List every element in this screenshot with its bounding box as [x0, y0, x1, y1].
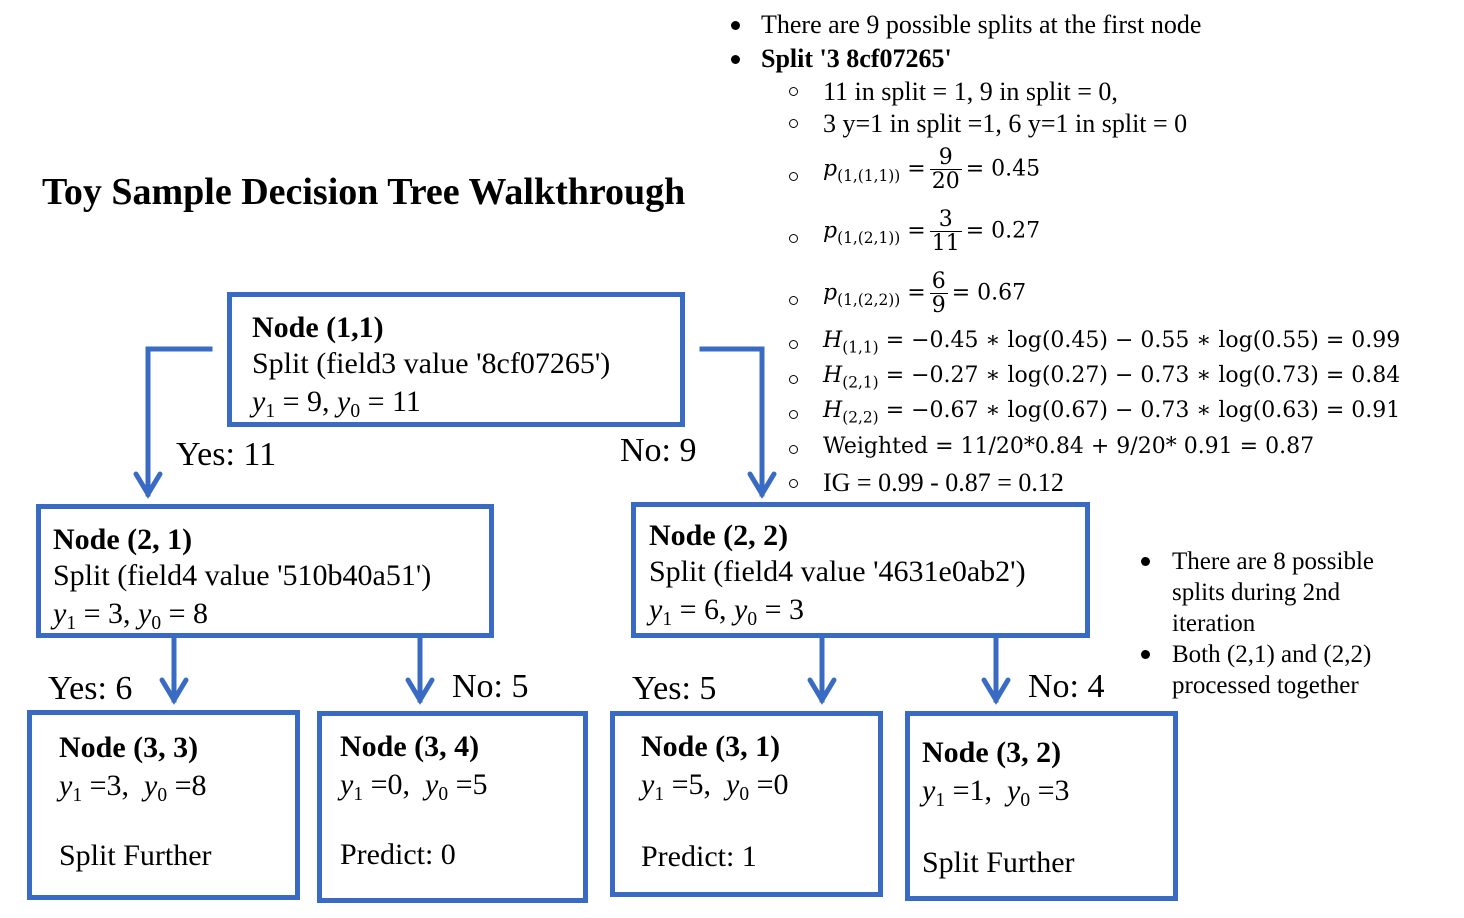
- node-1-1-counts: y1 = 9, y0 = 11: [252, 385, 421, 422]
- sub-bullet: [789, 479, 798, 488]
- edge-label-no-5: No: 5: [452, 668, 529, 705]
- node-3-2-name: Node (3, 2): [922, 736, 1062, 769]
- node-3-4-action: Predict: 0: [340, 838, 456, 871]
- sub-bullet: [789, 445, 798, 454]
- sub-bullet: [789, 410, 798, 419]
- note-eight-splits: There are 8 possible splits during 2nd i…: [1172, 548, 1375, 637]
- node-2-2-name: Node (2, 2): [649, 519, 789, 552]
- page-title: Toy Sample Decision Tree Walkthrough: [42, 171, 686, 213]
- node-2-2: Node (2, 2) Split (field4 value '4631e0a…: [631, 502, 1090, 638]
- edge-label-yes-6: Yes: 6: [48, 670, 133, 707]
- node-2-1: Node (2, 1) Split (field4 value '510b40a…: [36, 504, 494, 638]
- entropy-1-1: H(1,1) = −0.45 ∗ log(0.45) − 0.55 ∗ log(…: [823, 328, 1401, 357]
- sub-bullet: [789, 119, 798, 128]
- node-1-1: Node (1,1) Split (field3 value '8cf07265…: [227, 292, 685, 427]
- node-3-3-name: Node (3, 3): [59, 731, 199, 764]
- bullet-dot: [731, 21, 740, 30]
- entropy-2-2: H(2,2) = −0.67 ∗ log(0.67) − 0.73 ∗ log(…: [823, 398, 1401, 427]
- node-3-2: Node (3, 2) y1 =1, y0 =3 Split Further: [905, 711, 1178, 901]
- entropy-2-1: H(2,1) = −0.27 ∗ log(0.27) − 0.73 ∗ log(…: [823, 363, 1401, 392]
- node-3-4: Node (3, 4) y1 =0, y0 =5 Predict: 0: [317, 711, 588, 903]
- node-1-1-name: Node (1,1): [252, 311, 384, 344]
- node-2-2-counts: y1 = 6, y0 = 3: [649, 593, 804, 630]
- edge-label-no-9: No: 9: [620, 432, 697, 469]
- bullet-dot: [1141, 650, 1150, 659]
- sub-bullet: [789, 234, 798, 243]
- edge-label-yes-11: Yes: 11: [176, 436, 277, 473]
- arrowhead-21-34: [405, 677, 435, 705]
- arrowhead-22-32: [981, 677, 1011, 705]
- node-3-3-action: Split Further: [59, 839, 212, 872]
- edge-arrow-11-21: [145, 346, 213, 497]
- sub-bullet: [789, 296, 798, 305]
- node-3-4-counts: y1 =0, y0 =5: [340, 768, 488, 805]
- node-3-3: Node (3, 3) y1 =3, y0 =8 Split Further: [27, 710, 300, 900]
- arrowhead-22-31: [807, 677, 837, 705]
- note-y-counts: 3 y=1 in split =1, 6 y=1 in split = 0: [823, 109, 1188, 138]
- node-2-1-name: Node (2, 1): [53, 523, 193, 556]
- arrowhead-11-22: [747, 471, 777, 499]
- note-split-counts: 11 in split = 1, 9 in split = 0,: [823, 77, 1118, 106]
- node-3-3-counts: y1 =3, y0 =8: [59, 769, 207, 806]
- bullet-dot: [1141, 557, 1150, 566]
- node-3-2-action: Split Further: [922, 846, 1075, 879]
- edge-arrow-11-22: [699, 346, 765, 497]
- sub-bullet: [789, 375, 798, 384]
- edge-label-yes-5: Yes: 5: [632, 670, 717, 707]
- node-2-2-split: Split (field4 value '4631e0ab2'): [649, 555, 1026, 588]
- note-processed-together: Both (2,1) and (2,2) processed together: [1172, 641, 1372, 699]
- arrowhead-11-21: [133, 471, 163, 499]
- node-2-1-counts: y1 = 3, y0 = 8: [53, 597, 208, 634]
- edge-label-no-4: No: 4: [1028, 668, 1105, 705]
- note-split-header: Split '3 8cf07265': [761, 44, 952, 73]
- node-2-1-split: Split (field4 value '510b40a51'): [53, 559, 432, 592]
- weighted-entropy: Weighted = 11/20*0.84 + 9/20* 0.91 = 0.8…: [823, 434, 1315, 459]
- sub-bullet: [789, 87, 798, 96]
- information-gain: IG = 0.99 - 0.87 = 0.12: [823, 468, 1064, 497]
- bullet-dot: [731, 55, 740, 64]
- node-3-1-counts: y1 =5, y0 =0: [641, 768, 789, 805]
- arrowhead-21-33: [159, 677, 189, 705]
- node-3-1-name: Node (3, 1): [641, 730, 781, 763]
- sub-bullet: [789, 340, 798, 349]
- node-3-4-name: Node (3, 4): [340, 730, 480, 763]
- node-1-1-split: Split (field3 value '8cf07265'): [252, 347, 611, 380]
- sub-bullet: [789, 172, 798, 181]
- node-3-1: Node (3, 1) y1 =5, y0 =0 Predict: 1: [610, 711, 883, 897]
- note-nine-splits: There are 9 possible splits at the first…: [761, 10, 1202, 39]
- node-3-1-action: Predict: 1: [641, 840, 757, 873]
- node-3-2-counts: y1 =1, y0 =3: [922, 774, 1070, 811]
